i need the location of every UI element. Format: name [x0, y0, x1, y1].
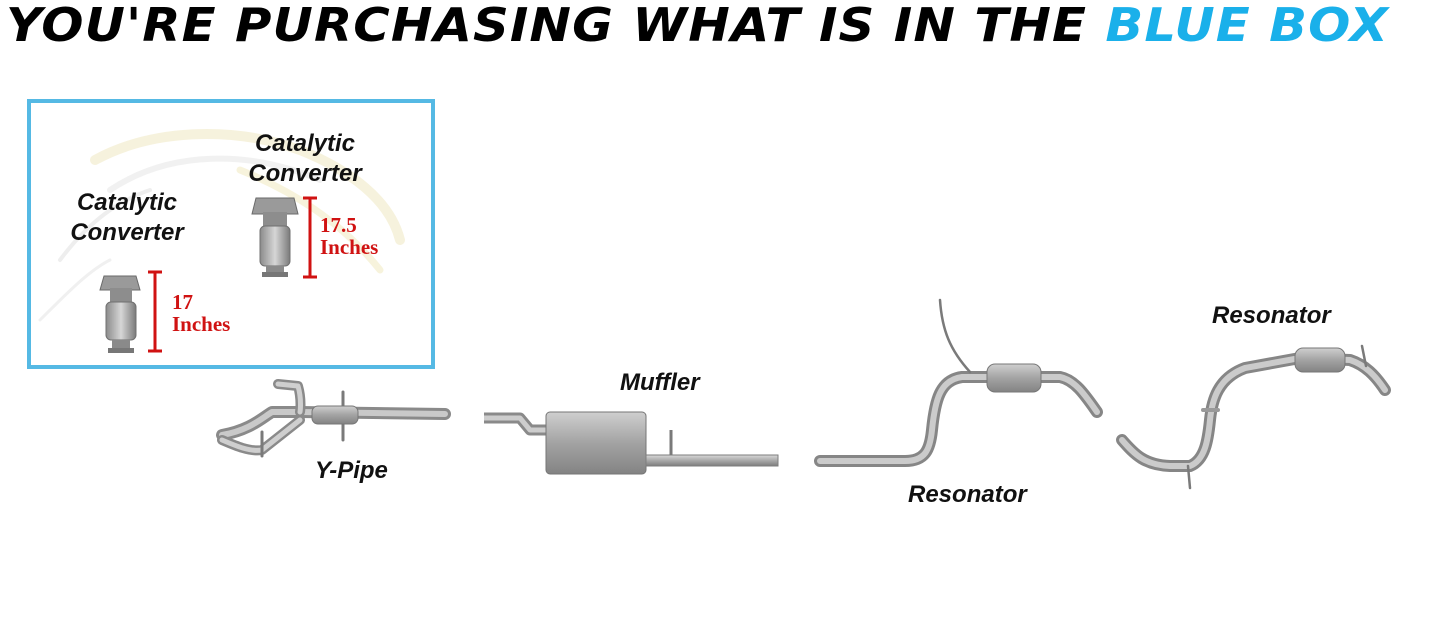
measure-bar-2 [303, 196, 317, 279]
converter-1-length-value: 17 [172, 290, 193, 314]
measure-bar-1 [148, 270, 162, 353]
muffler-label: Muffler [620, 369, 700, 396]
resonator-1-body [986, 363, 1042, 393]
muffler-image [484, 411, 779, 475]
converter-2-measurement: 17.5 Inches [320, 214, 378, 258]
headline-highlight: BLUE BOX [1105, 0, 1390, 52]
y-pipe-image [216, 379, 451, 458]
catalytic-converter-2-image [251, 197, 299, 277]
resonator-1-label: Resonator [908, 481, 1027, 508]
resonator-2-label: Resonator [1212, 302, 1331, 329]
resonator-1-image [814, 298, 1103, 467]
converter-2-length-value: 17.5 [320, 213, 357, 237]
headline-prefix: YOU'RE PURCHASING WHAT IS IN THE [6, 0, 1088, 52]
blue-box [27, 99, 435, 369]
y-pipe-label: Y-Pipe [315, 457, 388, 484]
converter-2-length-unit: Inches [320, 235, 379, 260]
headline: YOU'RE PURCHASING WHAT IS IN THE BLUE BO… [6, 0, 1389, 54]
resonator-2-image [1116, 344, 1391, 490]
converter-2-label-line1: Catalytic [254, 130, 356, 157]
converter-2-label: Catalytic Converter [230, 129, 380, 189]
converter-1-label-line2: Converter [70, 219, 184, 246]
catalytic-converter-1-image [99, 275, 141, 353]
converter-1-label-line1: Catalytic [76, 189, 178, 216]
horse-watermark [38, 129, 405, 322]
converter-2-label-line2: Converter [248, 160, 362, 187]
converter-1-label: Catalytic Converter [52, 188, 202, 248]
converter-1-length-unit: Inches [172, 312, 231, 337]
resonator-2-body [1294, 347, 1346, 373]
converter-1-measurement: 17 Inches [172, 291, 230, 335]
